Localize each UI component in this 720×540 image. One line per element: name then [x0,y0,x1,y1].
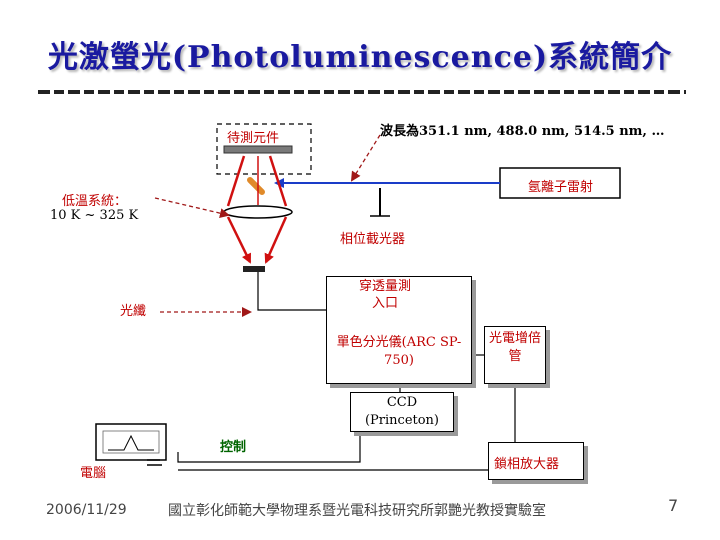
low-temp-range: 10 K ~ 325 K [50,208,139,223]
monochromator-label: 單色分光儀(ARC SP-750) [336,335,462,368]
lockin-label: 鎖相放大器 [494,457,560,472]
footer-date: 2006/11/29 [46,502,127,518]
lockin-box [488,442,584,480]
fiber-path [257,272,326,311]
control-line [177,430,361,463]
low-temp-arrow [154,197,230,219]
chopper-label: 相位截光器 [340,232,406,247]
low-temp-label: 低溫系統： [62,194,128,209]
pmt-label: 光電增倍管 [488,331,541,364]
pl-ray-left-down [226,216,252,264]
title-divider [38,90,686,94]
wavelength-arrow [350,134,381,182]
control-label: 控制 [220,440,247,455]
wavelength-label: 波長為351.1 nm, 488.0 nm, 514.5 nm, … [380,124,665,139]
monochromator-box [326,276,472,384]
computer-label: 電腦 [80,466,107,481]
lens [223,205,293,219]
ccd-box [350,392,454,432]
pl-ray-left-up [226,155,246,207]
pmt-box [484,326,546,384]
footer-page-number: 7 [668,496,679,515]
sample-dashed-frame [216,123,312,175]
fiber-label: 光纖 [120,304,147,319]
footer-institution: 國立彰化師範大學物理系暨光電科技研究所郭艷光教授實驗室 [168,503,546,519]
pl-ray-right-down [264,216,288,264]
sample-label: 待測元件 [227,131,280,146]
computer-screen [102,430,160,454]
fiber-coupler [243,266,265,272]
argon-laser-label: 氬離子雷射 [528,180,594,195]
sample-plate [223,145,293,154]
page-title: 光激螢光(Photoluminescence)系統簡介 [47,40,673,75]
pl-ray-right-up [268,155,288,207]
ccd-label: CCD (Princeton) [364,395,440,428]
computer-screen-trace [108,434,154,451]
transmission-port-label: 穿透量測入口 [358,279,411,311]
filter [247,177,265,195]
argon-laser-box [499,167,621,199]
